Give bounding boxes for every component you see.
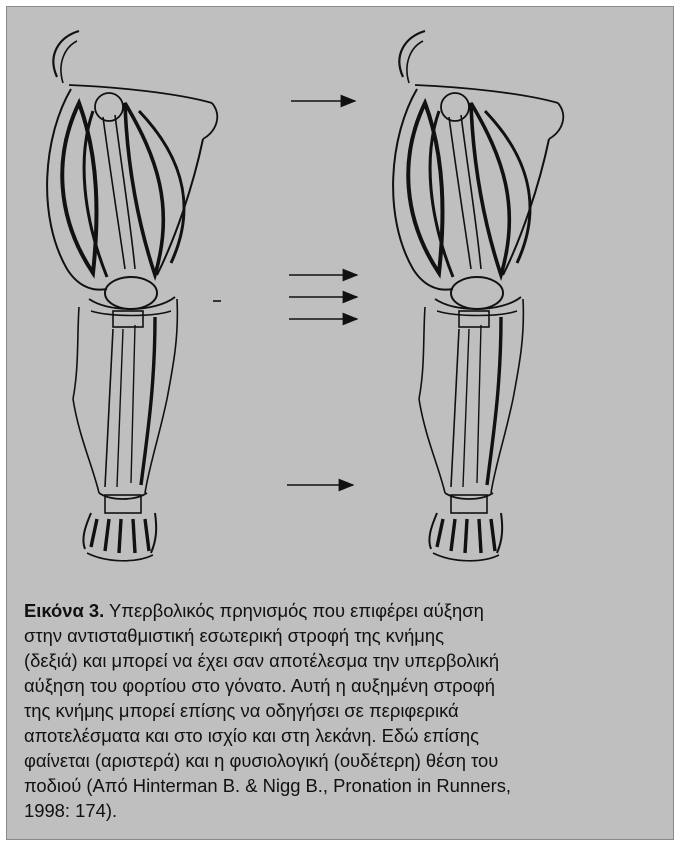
direction-arrows xyxy=(287,101,357,485)
right-leg-figure xyxy=(393,31,563,561)
figure-label: Εικόνα 3. xyxy=(24,600,104,621)
caption-line-9: 1998: 174). xyxy=(24,800,117,821)
figure-caption: Εικόνα 3. Υπερβολικός πρηνισμός που επιφ… xyxy=(24,598,664,823)
left-leg-figure xyxy=(47,31,217,561)
caption-line-2: στην αντισταθμιστική εσωτερική στροφή τη… xyxy=(24,625,444,646)
caption-line-3: (δεξιά) και μπορεί να έχει σαν αποτέλεσμ… xyxy=(24,650,499,671)
figure-panel: Εικόνα 3. Υπερβολικός πρηνισμός που επιφ… xyxy=(6,6,674,840)
caption-line-7: φαίνεται (αριστερά) και η φυσιολογική (ο… xyxy=(24,750,498,771)
caption-line-1: Υπερβολικός πρηνισμός που επιφέρει αύξησ… xyxy=(104,600,484,621)
caption-line-4: αύξηση του φορτίου στο γόνατο. Αυτή η αυ… xyxy=(24,675,495,696)
leg-anatomy-illustration xyxy=(7,7,675,577)
caption-line-8: ποδιού (Από Hinterman B. & Nigg B., Pron… xyxy=(24,775,511,796)
caption-line-5: της κνήμης μπορεί επίσης να οδηγήσει σε … xyxy=(24,700,459,721)
caption-line-6: αποτελέσματα και στο ισχίο και στη λεκάν… xyxy=(24,725,479,746)
